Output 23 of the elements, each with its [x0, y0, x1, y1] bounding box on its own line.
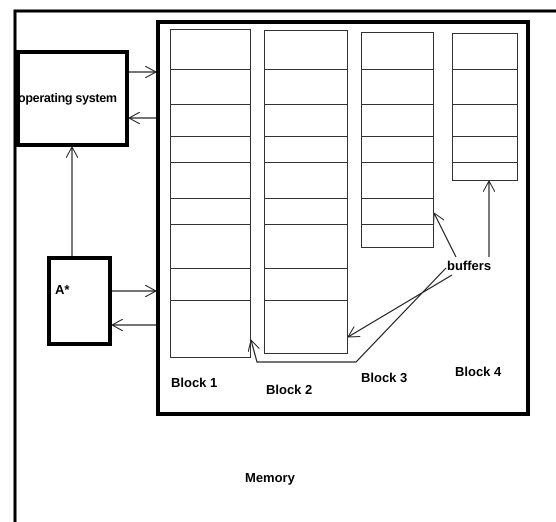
arrow — [129, 66, 156, 78]
process-box — [47, 256, 112, 346]
arrow — [112, 318, 156, 332]
block-label: Block 1 — [171, 375, 218, 390]
arrow — [482, 180, 496, 257]
node-label: operating system — [18, 91, 117, 105]
arrow — [112, 284, 156, 298]
node-label: A* — [55, 282, 70, 297]
block-label: Block 3 — [361, 370, 408, 385]
process-box — [16, 50, 129, 147]
memory-label: Memory — [245, 470, 295, 485]
arrow — [348, 274, 452, 338]
arrow — [248, 268, 446, 363]
memory-block-column — [361, 32, 434, 248]
memory-block-column — [452, 33, 518, 181]
block-label: Block 4 — [455, 364, 502, 379]
memory-block-column — [264, 30, 348, 354]
block-label: Block 2 — [266, 382, 312, 397]
memory-block-column — [170, 29, 251, 358]
buffers-text: buffers — [447, 258, 492, 273]
arrow — [433, 212, 457, 258]
arrow — [128, 112, 156, 124]
arrow — [66, 146, 78, 256]
